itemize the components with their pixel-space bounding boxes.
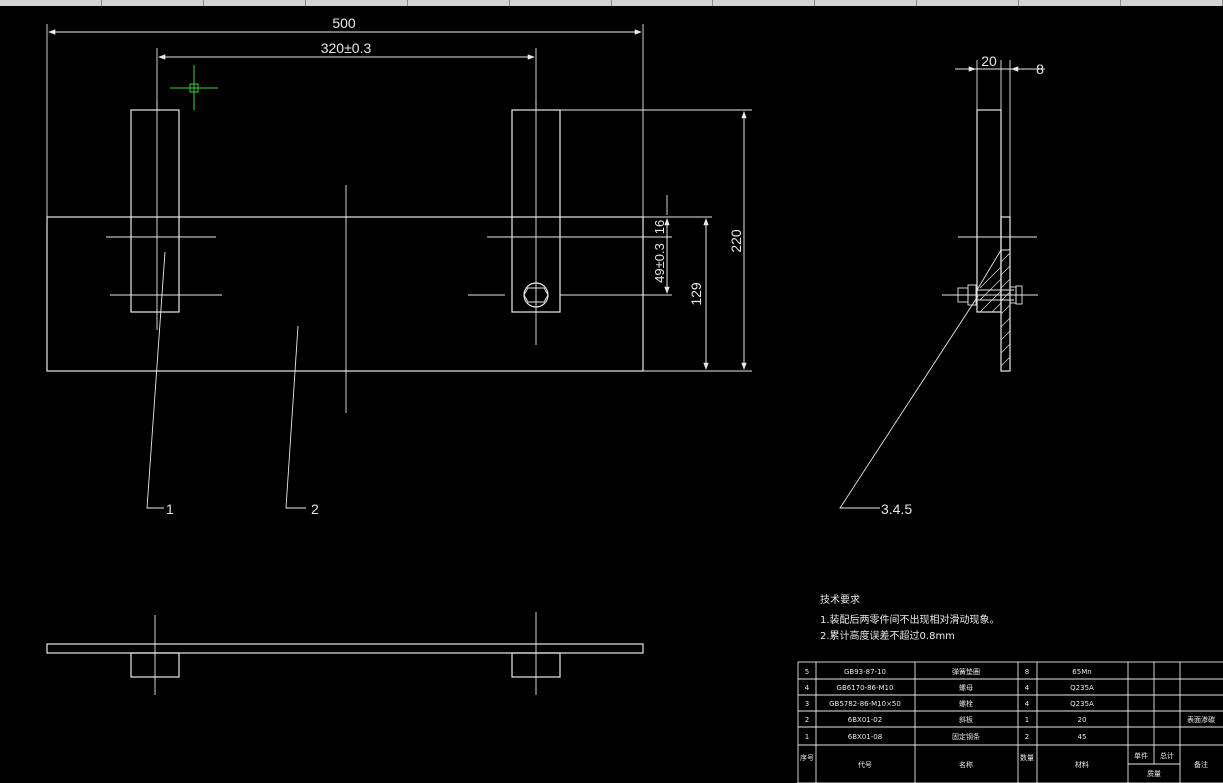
leader-line: [285, 325, 306, 509]
dim-text: 8: [1036, 61, 1044, 77]
bom-code: GB5782-86-M10×50: [829, 700, 901, 708]
bom-table: 5 GB93-87-10 弹簧垫圈 8 65Mn 4 GB6170-86-M10…: [797, 661, 1223, 783]
menu-segment[interactable]: [306, 0, 408, 6]
tech-req-title: 技术要求: [820, 593, 860, 606]
menu-segment[interactable]: [510, 0, 612, 6]
bom-no: 5: [805, 668, 809, 676]
dim-text: 500: [332, 15, 356, 31]
front-view: 1 2: [46, 65, 644, 517]
bom-code: GB93-87-10: [844, 668, 886, 676]
bom-header-material: 材料: [1075, 760, 1089, 769]
bom-no: 2: [805, 716, 809, 724]
side-plate: [1000, 216, 1011, 372]
dimension-320: 320±0.3: [156, 40, 537, 110]
bom-name: 螺母: [959, 683, 973, 692]
menu-segment[interactable]: [0, 0, 102, 6]
bom-header-unit: 单件: [1134, 751, 1148, 760]
bom-name: 螺栓: [959, 699, 973, 708]
bom-header-no: 序号: [800, 753, 814, 762]
bom-name: 弹簧垫圈: [952, 667, 980, 676]
plate-outline: [46, 216, 644, 372]
bom-material: 20: [1078, 716, 1087, 724]
dim-text: 220: [728, 229, 744, 253]
menu-segment[interactable]: [1019, 0, 1122, 6]
side-view: 20 8 3.4.5: [839, 53, 1045, 517]
left-bar: [130, 109, 180, 313]
menu-segment[interactable]: [102, 0, 204, 6]
side-bar: [976, 109, 1002, 313]
tech-requirements: 技术要求 1.装配后两零件间不出现相对滑动现象。 2.累计高度误差不超过0.8m…: [820, 593, 1000, 642]
bom-row: 3 GB5782-86-M10×50 螺栓 4 Q235A: [805, 699, 1094, 708]
bottom-view: [46, 612, 644, 695]
bom-row: 2 6BX01-02 斜板 1 20 表面渗碳: [805, 715, 1215, 724]
dim-text: 129: [688, 282, 704, 306]
menu-segment[interactable]: [408, 0, 510, 6]
dimension-500: 500: [46, 15, 644, 217]
dimension-220: 220: [560, 109, 752, 372]
bom-header-remark: 备注: [1194, 760, 1208, 769]
bom-row: 4 GB6170-86-M10 螺母 4 Q235A: [805, 683, 1094, 692]
menu-segment[interactable]: [917, 0, 1020, 6]
bom-row: 1 6BX01-08 固定钢条 2 45: [805, 732, 1087, 741]
bom-code: GB6170-86-M10: [837, 684, 894, 692]
bom-qty: 1: [1025, 716, 1029, 724]
leader-label-345: 3.4.5: [881, 501, 912, 517]
cursor-icon: [170, 65, 218, 110]
bom-header-code: 代号: [858, 760, 872, 769]
leader-line: [146, 251, 166, 509]
menu-segment[interactable]: [204, 0, 306, 6]
bom-qty: 2: [1025, 733, 1029, 741]
plate-edge: [46, 643, 644, 654]
tech-req-line2: 2.累计高度误差不超过0.8mm: [820, 629, 955, 642]
leader-label-1: 1: [166, 501, 174, 517]
menu-segment[interactable]: [713, 0, 816, 6]
bom-name: 固定钢条: [952, 732, 980, 741]
bom-qty: 4: [1025, 700, 1030, 708]
bolt-hex: [523, 287, 549, 303]
bom-header-qty: 数量: [1020, 753, 1034, 762]
bom-code: 6BX01-02: [848, 716, 882, 724]
menu-segment[interactable]: [815, 0, 918, 6]
bom-header-mass: 质量: [1147, 769, 1161, 778]
dimension-49: 49±0.3: [560, 218, 672, 296]
bom-no: 1: [805, 733, 809, 741]
bom-qty: 4: [1025, 684, 1030, 692]
bom-code: 6BX01-08: [848, 733, 882, 741]
bom-header-total: 总计: [1160, 751, 1174, 760]
bom-material: Q235A: [1070, 684, 1094, 692]
dim-text: 49±0.3: [652, 243, 667, 283]
bom-name: 斜板: [959, 715, 973, 724]
dim-text: 320±0.3: [321, 40, 372, 56]
menu-segment[interactable]: [612, 0, 714, 6]
dimension-16: 16: [560, 195, 672, 238]
bom-no: 4: [805, 684, 810, 692]
bom-material: 65Mn: [1072, 668, 1091, 676]
leader-label-2: 2: [311, 501, 319, 517]
bom-qty: 8: [1025, 668, 1029, 676]
bom-row: 5 GB93-87-10 弹簧垫圈 8 65Mn: [805, 667, 1092, 676]
dimension-129: 129: [643, 216, 712, 370]
bom-no: 3: [805, 700, 809, 708]
bom-header: 序号 代号 名称 数量 材料 单件 总计 质量 备注: [800, 751, 1208, 778]
bom-material: Q235A: [1070, 700, 1094, 708]
section-hatch: [976, 248, 1011, 372]
bom-material: 45: [1078, 733, 1087, 741]
bom-header-name: 名称: [959, 760, 973, 769]
dim-text: 20: [981, 53, 997, 69]
tech-req-line1: 1.装配后两零件间不出现相对滑动现象。: [820, 613, 1000, 626]
bom-remark: 表面渗碳: [1187, 715, 1215, 724]
dim-text: 16: [652, 220, 667, 234]
leader-line: [839, 295, 979, 509]
